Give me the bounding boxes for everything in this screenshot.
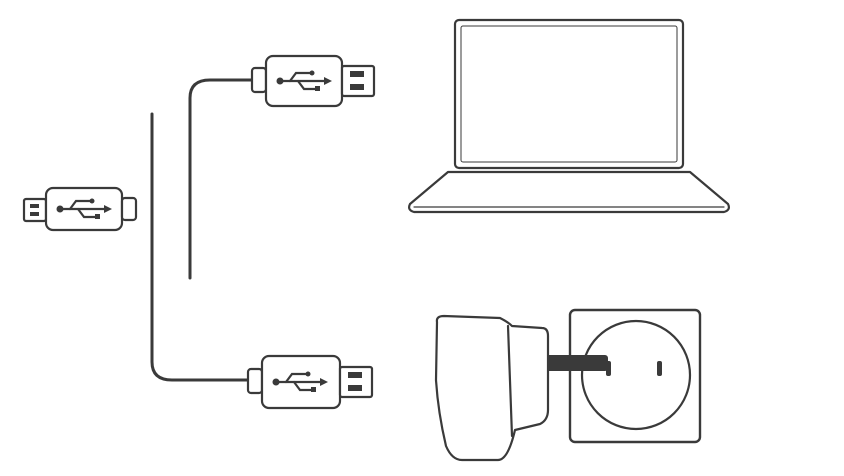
power-adapter <box>434 314 608 462</box>
usb-plug-tip <box>340 64 376 98</box>
adapter-body <box>434 314 550 462</box>
usb-pin <box>30 212 39 216</box>
usb-pin <box>350 71 364 77</box>
laptop-screen-inner <box>460 25 678 163</box>
usb-cable-sleeve <box>246 367 264 395</box>
usb-plug-tip <box>338 365 374 399</box>
laptop-base <box>408 170 730 214</box>
cable-bottom <box>150 112 252 382</box>
usb-pin <box>348 385 362 391</box>
usb-connector-top <box>250 54 376 108</box>
usb-symbol-icon <box>276 70 332 91</box>
laptop <box>408 18 730 214</box>
laptop-screen <box>453 18 685 170</box>
wall-socket <box>568 308 702 444</box>
usb-symbol-icon <box>56 198 112 219</box>
usb-symbol-icon <box>272 371 328 392</box>
usb-pin <box>348 372 362 378</box>
usb-pin <box>350 84 364 90</box>
adapter-prong <box>540 355 608 371</box>
usb-connector-bottom <box>246 354 374 410</box>
socket-hole <box>657 361 662 376</box>
usb-cable-sleeve <box>250 66 268 94</box>
socket-face <box>580 319 692 431</box>
cable-top <box>188 78 254 280</box>
usb-plug-tip <box>22 197 48 223</box>
adapter-edge <box>506 324 514 438</box>
usb-connector-left <box>22 186 138 232</box>
usb-pin <box>30 204 39 208</box>
usb-cable-sleeve <box>120 196 138 222</box>
